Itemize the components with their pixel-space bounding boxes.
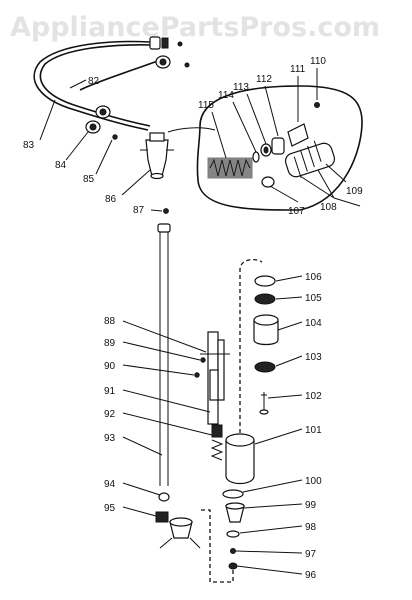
callout-97: 97 [305,549,317,560]
callout-106: 106 [305,272,322,283]
washer-85 [112,134,118,140]
gasket-105 [254,293,276,305]
fitting-92 [210,424,224,461]
callout-89: 89 [104,338,116,349]
nozzle-99 [225,502,245,523]
cap-96 [228,562,238,570]
hose-nut-upper [95,105,111,119]
diverter-valve-86 [140,132,174,180]
callout-93: 93 [104,433,116,444]
callout-101: 101 [305,425,322,436]
hose-end-fitting-top [149,36,183,50]
callout-99: 99 [305,500,317,511]
callout-108: 108 [320,202,337,213]
tube-93 [157,223,171,486]
callout-114: 114 [218,90,234,101]
callout-111: 111 [290,64,306,75]
callout-90: 90 [104,361,116,372]
callout-94: 94 [104,479,116,490]
callout-110: 110 [310,56,326,67]
callout-100: 100 [305,476,322,487]
callout-86: 86 [105,194,117,205]
callout-91: 91 [104,386,116,397]
callout-87: 87 [133,205,145,216]
hose-nut-84 [85,120,101,134]
callout-98: 98 [305,522,317,533]
spray-head-95 [155,511,201,549]
callout-113: 113 [233,82,249,93]
callout-83: 83 [23,140,35,151]
callout-95: 95 [104,503,116,514]
washer-87 [163,208,169,214]
housing-101 [225,433,255,485]
leader-lines [39,68,361,575]
callout-109: 109 [346,186,363,197]
hose-coupling-nut [155,55,190,69]
spray-hose [33,40,161,131]
oring-107 [261,176,275,188]
cap-106 [254,275,276,287]
valve-detail-enclosure [196,85,363,211]
callout-112: 112 [256,74,272,85]
washer-97 [230,548,236,554]
part-112 [271,137,285,155]
callout-96: 96 [305,570,317,581]
callout-115: 115 [198,100,214,111]
callout-104: 104 [305,318,322,329]
spring-115 [207,157,253,179]
callout-82: 82 [88,76,100,87]
part-91 [209,369,219,401]
callout-labels: 82 83 84 85 86 87 88 89 90 91 92 93 94 9… [23,56,363,581]
callout-107: 107 [288,206,305,217]
part-114 [252,151,260,163]
callout-92: 92 [104,409,116,420]
callout-88: 88 [104,316,116,327]
gasket-103 [254,361,276,373]
callout-102: 102 [305,391,322,402]
callout-85: 85 [83,174,95,185]
screw-102 [259,392,269,415]
part-111 [287,123,309,147]
screw-90 [194,372,200,378]
oring-100 [222,489,244,499]
clip-89 [200,357,206,363]
cylinder-104 [253,314,279,346]
callout-105: 105 [305,293,322,304]
valve-cartridge-109 [284,140,336,178]
callout-84: 84 [55,160,67,171]
watermark-text: AppliancePartsPros.com [10,12,380,43]
part-110 [314,102,320,108]
callout-103: 103 [305,352,322,363]
washer-94 [158,492,170,502]
washer-98 [226,530,240,538]
part-113 [260,143,272,157]
